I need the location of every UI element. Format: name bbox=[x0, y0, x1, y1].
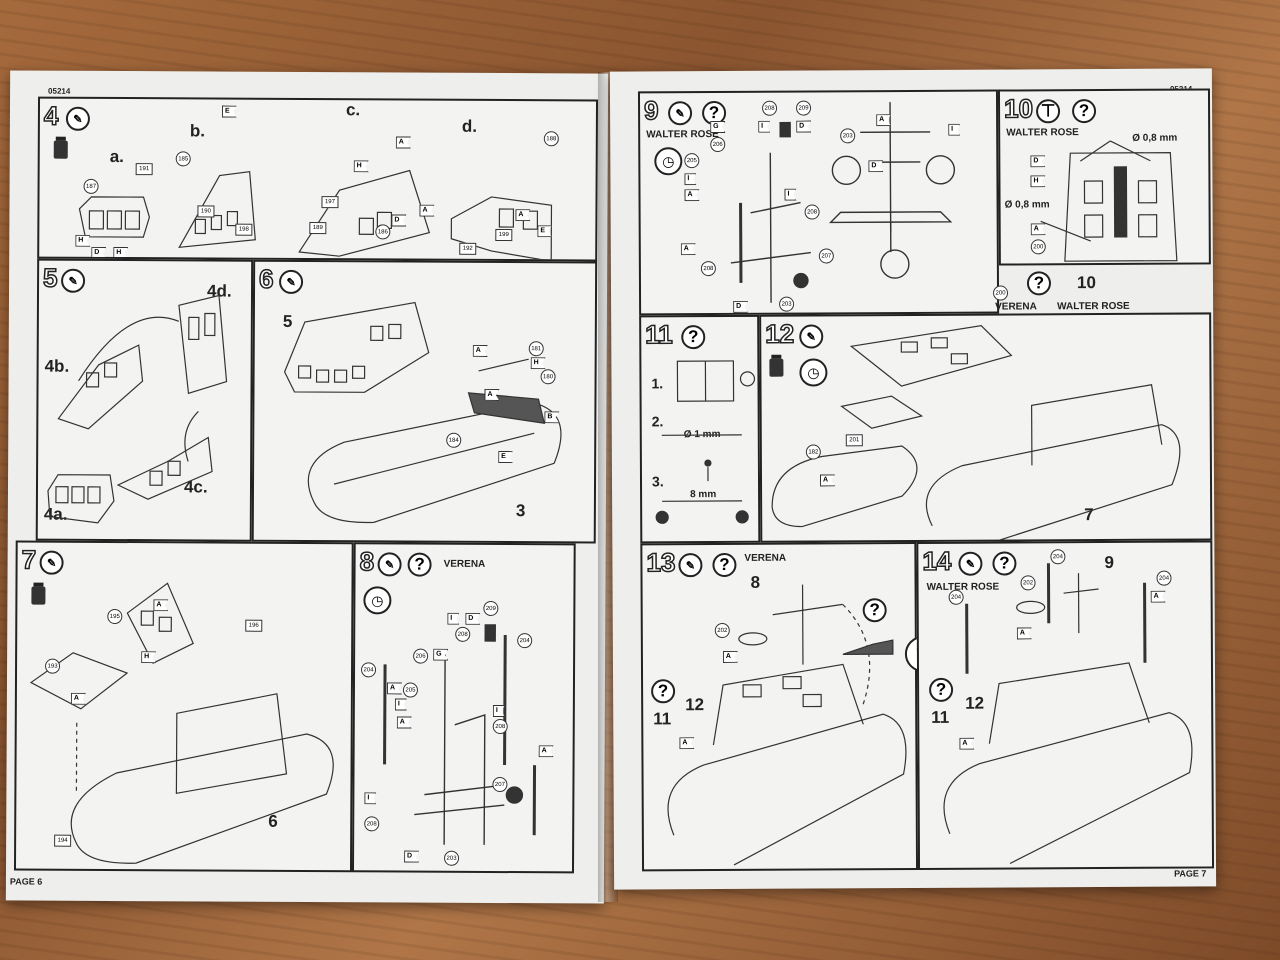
step-6-drawing bbox=[283, 301, 562, 524]
part-200: 200 bbox=[1030, 239, 1046, 255]
part-184: 184 bbox=[446, 432, 462, 448]
step-9: 9 ✎ ? WALTER ROSE ◷ 208 209 206 205 203 … bbox=[637, 89, 1000, 316]
page-number-left: PAGE 6 bbox=[9, 876, 43, 887]
part-199: 199 bbox=[495, 228, 513, 242]
step-13-drawing bbox=[667, 584, 907, 866]
part-203: 203 bbox=[779, 296, 795, 312]
part-188: 188 bbox=[543, 131, 559, 147]
part-208: 208 bbox=[364, 816, 380, 832]
part-204: 204 bbox=[361, 662, 377, 678]
label-walter-rose: WALTER ROSE bbox=[1057, 300, 1130, 313]
part-209: 209 bbox=[796, 100, 812, 116]
page-right: 05214 PAGE 7 9 ✎ ? WALTER ROSE ◷ 208 209… bbox=[609, 68, 1217, 890]
step-12-drawing bbox=[771, 325, 1181, 543]
step-11-drawing bbox=[655, 360, 756, 524]
step-14: 14 ✎ ? WALTER ROSE 9 ? 11 12 204 202 204… bbox=[916, 540, 1215, 870]
step-8-drawing bbox=[383, 624, 537, 845]
step-13: 13 ✎ ? VERENA 8 ? 11 12 ? 202 A A bbox=[640, 541, 919, 872]
step-7-drawing bbox=[29, 582, 334, 864]
label-10: 10 bbox=[1076, 273, 1096, 293]
part-203: 203 bbox=[840, 128, 856, 144]
part-195: 195 bbox=[107, 608, 123, 625]
part-201: 201 bbox=[845, 434, 863, 447]
part-208: 208 bbox=[492, 718, 508, 735]
label-verena: VERENA bbox=[995, 301, 1037, 313]
part-207: 207 bbox=[818, 248, 834, 264]
part-187: 187 bbox=[83, 178, 99, 194]
step-12: 12 ✎ ◷ 7 201 182 A bbox=[759, 312, 1213, 543]
part-189: 189 bbox=[309, 222, 327, 235]
part-208: 208 bbox=[700, 261, 716, 277]
question-icon: ? bbox=[1026, 271, 1052, 296]
page-left: 05214 PAGE 6 4 ✎ a. b. c. d. 191 187 185… bbox=[5, 70, 609, 904]
step-8: 8 ✎ ? VERENA ◷ 209 208 204 206 205 208 2… bbox=[351, 542, 576, 874]
part-190: 190 bbox=[197, 205, 215, 218]
part-208: 208 bbox=[804, 204, 820, 220]
part-196: 196 bbox=[245, 619, 263, 632]
page-number-right: PAGE 7 bbox=[1174, 868, 1207, 879]
part-197: 197 bbox=[321, 196, 339, 209]
step-5-drawing bbox=[47, 294, 228, 524]
step-9-drawing bbox=[730, 102, 956, 303]
part-180: 180 bbox=[540, 369, 556, 385]
part-202: 202 bbox=[714, 622, 730, 639]
part-181: 181 bbox=[528, 341, 544, 357]
part-204: 204 bbox=[1156, 570, 1172, 586]
step-11: 11 ? 1. 2. 3. Ø 1 mm 8 mm bbox=[639, 314, 761, 544]
part-182: 182 bbox=[805, 444, 821, 460]
part-205: 205 bbox=[402, 682, 418, 698]
part-205: 205 bbox=[684, 153, 700, 169]
part-192: 192 bbox=[459, 242, 477, 255]
part-207: 207 bbox=[492, 776, 508, 793]
part-208: 208 bbox=[762, 100, 778, 116]
part-186: 186 bbox=[375, 224, 391, 240]
part-206: 206 bbox=[710, 136, 726, 153]
part-206: 206 bbox=[413, 648, 429, 664]
step-10-drawing bbox=[1040, 140, 1178, 262]
step-5: 5 ✎ 4d. 4b. 4c. 4a. bbox=[35, 258, 254, 542]
step-10: 10 ⊤ ? WALTER ROSE Ø 0,8 mm Ø 0,8 mm 200… bbox=[997, 88, 1211, 266]
part-185: 185 bbox=[175, 151, 191, 167]
step-14-drawing bbox=[943, 563, 1193, 865]
part-204: 204 bbox=[517, 633, 533, 649]
part-194: 194 bbox=[54, 834, 72, 847]
step-4: 4 ✎ a. b. c. d. 191 187 185 190 198 197 … bbox=[37, 96, 599, 262]
part-200: 200 bbox=[992, 285, 1009, 301]
part-193: 193 bbox=[45, 658, 61, 674]
part-209: 209 bbox=[483, 600, 499, 617]
part-208: 208 bbox=[455, 626, 471, 642]
part-203: 203 bbox=[444, 850, 460, 866]
step-7: 7 ✎ 6 195 196 193 194 A H A bbox=[13, 540, 354, 873]
part-204: 204 bbox=[1050, 549, 1066, 565]
part-202: 202 bbox=[1020, 575, 1036, 591]
step-4-drawing bbox=[78, 169, 553, 262]
part-191: 191 bbox=[135, 163, 153, 176]
step-6: 6 ✎ 5 3 181 180 184 A H A B E bbox=[251, 259, 598, 544]
part-204: 204 bbox=[948, 589, 964, 605]
booklet-code: 05214 bbox=[48, 86, 71, 96]
part-198: 198 bbox=[235, 223, 253, 236]
